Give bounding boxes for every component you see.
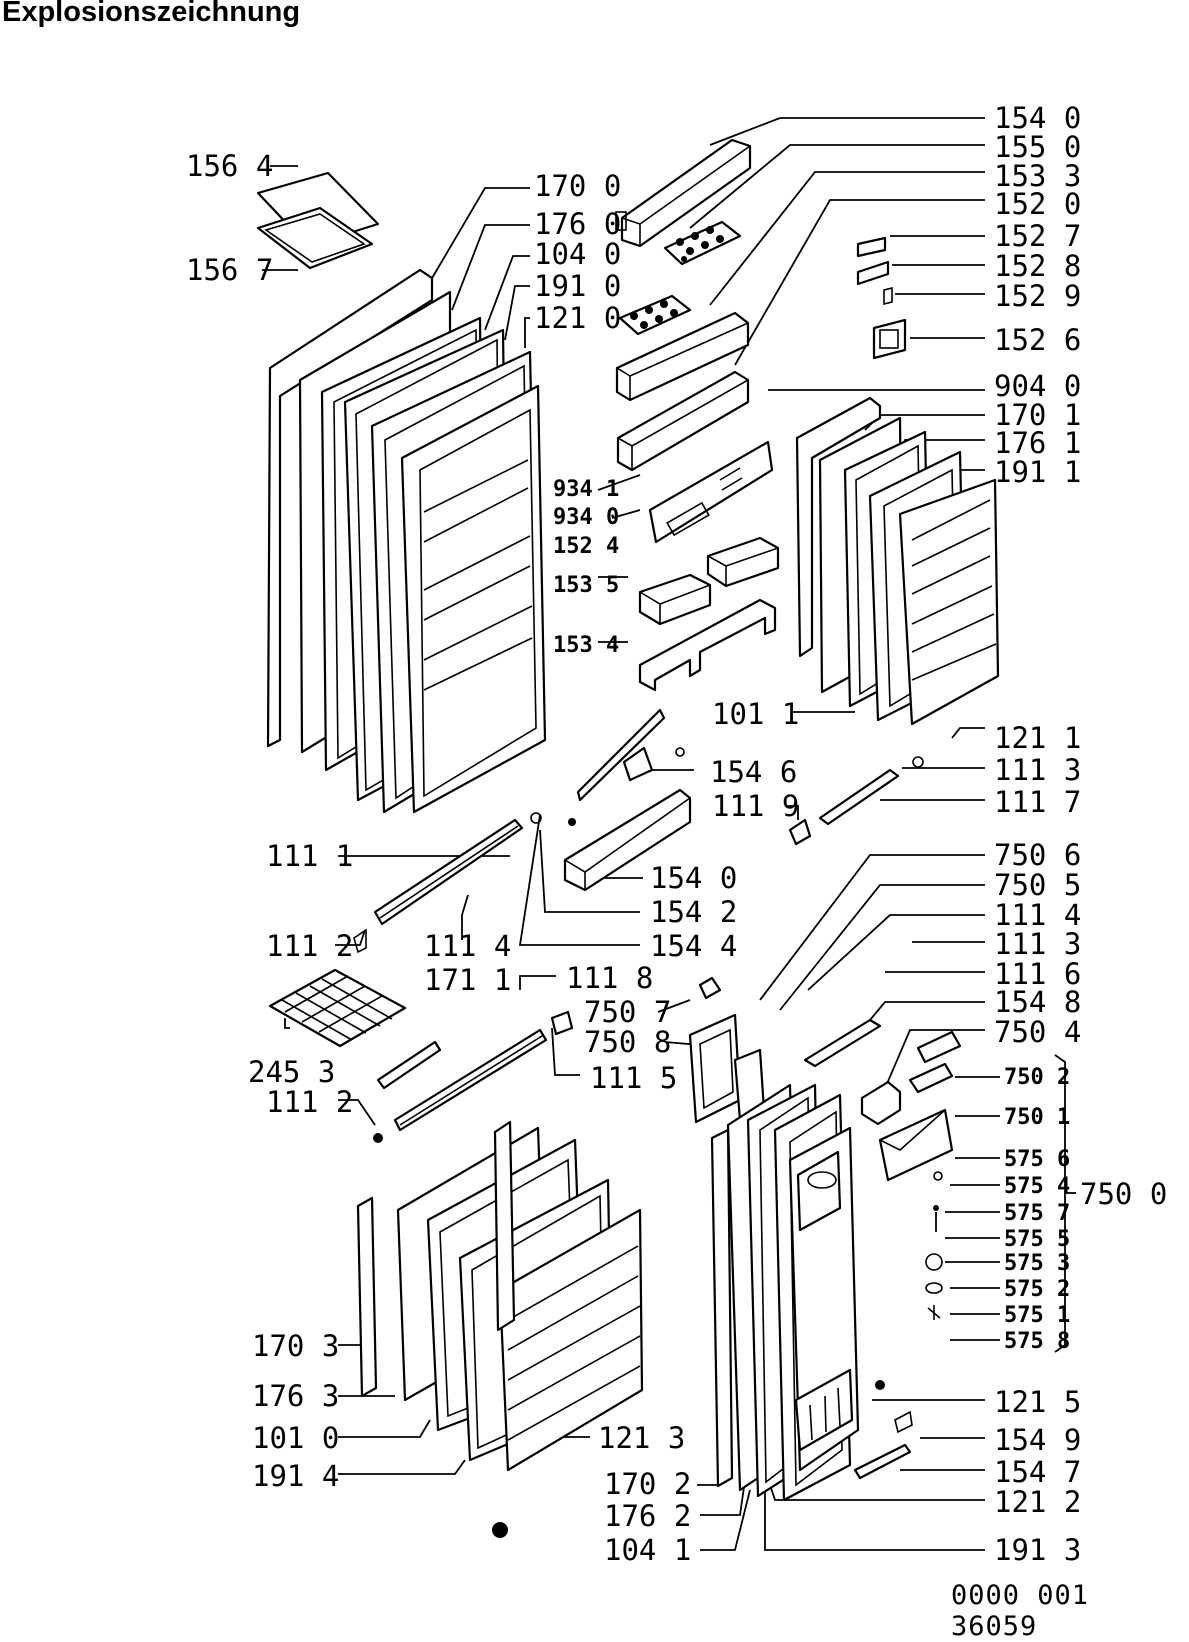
label-111-1: 111 1 bbox=[266, 839, 353, 873]
label-152-8: 152 8 bbox=[994, 249, 1081, 283]
label-101-1: 101 1 bbox=[712, 697, 799, 731]
label-176-0: 176 0 bbox=[534, 207, 621, 241]
label-153-3: 153 3 bbox=[994, 159, 1081, 193]
label-750-0: 750 0 bbox=[1080, 1177, 1167, 1211]
label-152-7: 152 7 bbox=[994, 219, 1081, 253]
label-750-6: 750 6 bbox=[994, 838, 1081, 872]
label-176-3: 176 3 bbox=[252, 1379, 339, 1413]
label-750-4: 750 4 bbox=[994, 1015, 1081, 1049]
label-575-1: 575 1 bbox=[1004, 1303, 1070, 1328]
label-156-4: 156 4 bbox=[186, 149, 273, 183]
label-153-4: 153 4 bbox=[553, 633, 619, 658]
label-750-8: 750 8 bbox=[584, 1025, 671, 1059]
label-111-9: 111 9 bbox=[712, 789, 799, 823]
label-121-0: 121 0 bbox=[534, 301, 621, 335]
label-111-4a: 111 4 bbox=[424, 929, 511, 963]
label-750-2: 750 2 bbox=[1004, 1065, 1070, 1090]
label-934-1: 934 1 bbox=[553, 477, 619, 502]
label-154-4: 154 4 bbox=[650, 929, 737, 963]
label-153-5: 153 5 bbox=[553, 573, 619, 598]
label-191-3: 191 3 bbox=[994, 1533, 1081, 1567]
label-154-6: 154 6 bbox=[710, 755, 797, 789]
label-176-2: 176 2 bbox=[604, 1499, 691, 1533]
label-121-1: 121 1 bbox=[994, 721, 1081, 755]
label-191-1: 191 1 bbox=[994, 455, 1081, 489]
part-labels: 154 0 155 0 153 3 152 0 152 7 152 8 152 … bbox=[186, 101, 1167, 1567]
label-152-6: 152 6 bbox=[994, 323, 1081, 357]
label-171-1: 171 1 bbox=[424, 963, 511, 997]
label-111-7: 111 7 bbox=[994, 785, 1081, 819]
label-111-2a: 111 2 bbox=[266, 929, 353, 963]
page-title: Explosionszeichnung bbox=[2, 0, 301, 28]
label-152-9: 152 9 bbox=[994, 279, 1081, 313]
label-104-0: 104 0 bbox=[534, 237, 621, 271]
label-750-1: 750 1 bbox=[1004, 1105, 1070, 1130]
label-104-1: 104 1 bbox=[604, 1533, 691, 1567]
label-121-3: 121 3 bbox=[598, 1421, 685, 1455]
label-152-4: 152 4 bbox=[553, 534, 619, 559]
label-152-0: 152 0 bbox=[994, 187, 1081, 221]
label-154-0b: 154 0 bbox=[650, 861, 737, 895]
label-191-0: 191 0 bbox=[534, 269, 621, 303]
label-176-1: 176 1 bbox=[994, 426, 1081, 460]
label-750-5: 750 5 bbox=[994, 868, 1081, 902]
label-111-6: 111 6 bbox=[994, 957, 1081, 991]
label-154-7: 154 7 bbox=[994, 1455, 1081, 1489]
label-170-1: 170 1 bbox=[994, 398, 1081, 432]
label-934-0: 934 0 bbox=[553, 505, 619, 530]
label-121-2: 121 2 bbox=[994, 1485, 1081, 1519]
parts bbox=[256, 138, 1000, 1538]
label-101-0: 101 0 bbox=[252, 1421, 339, 1455]
label-575-8: 575 8 bbox=[1004, 1329, 1070, 1354]
label-111-2b: 111 2 bbox=[266, 1085, 353, 1119]
label-121-5: 121 5 bbox=[994, 1385, 1081, 1419]
label-111-4b: 111 4 bbox=[994, 898, 1081, 932]
label-170-3: 170 3 bbox=[252, 1329, 339, 1363]
label-154-0: 154 0 bbox=[994, 101, 1081, 135]
label-111-3a: 111 3 bbox=[994, 753, 1081, 787]
label-156-7: 156 7 bbox=[186, 253, 273, 287]
label-904-0: 904 0 bbox=[994, 369, 1081, 403]
label-170-2: 170 2 bbox=[604, 1467, 691, 1501]
label-575-5: 575 5 bbox=[1004, 1227, 1070, 1252]
label-154-9: 154 9 bbox=[994, 1423, 1081, 1457]
document-number: 0000 001 36059 bbox=[951, 1580, 1090, 1642]
label-155-0: 155 0 bbox=[994, 130, 1081, 164]
label-575-2: 575 2 bbox=[1004, 1277, 1070, 1302]
label-154-8: 154 8 bbox=[994, 985, 1081, 1019]
label-245-3: 245 3 bbox=[248, 1055, 335, 1089]
label-575-3: 575 3 bbox=[1004, 1251, 1070, 1276]
label-575-4: 575 4 bbox=[1004, 1174, 1070, 1199]
label-575-6: 575 6 bbox=[1004, 1147, 1070, 1172]
label-154-2: 154 2 bbox=[650, 895, 737, 929]
label-191-4: 191 4 bbox=[252, 1459, 339, 1493]
label-750-7: 750 7 bbox=[584, 995, 671, 1029]
label-111-3b: 111 3 bbox=[994, 927, 1081, 961]
label-575-7: 575 7 bbox=[1004, 1201, 1070, 1226]
label-111-5: 111 5 bbox=[590, 1061, 677, 1095]
label-111-8: 111 8 bbox=[566, 961, 653, 995]
label-170-0: 170 0 bbox=[534, 169, 621, 203]
